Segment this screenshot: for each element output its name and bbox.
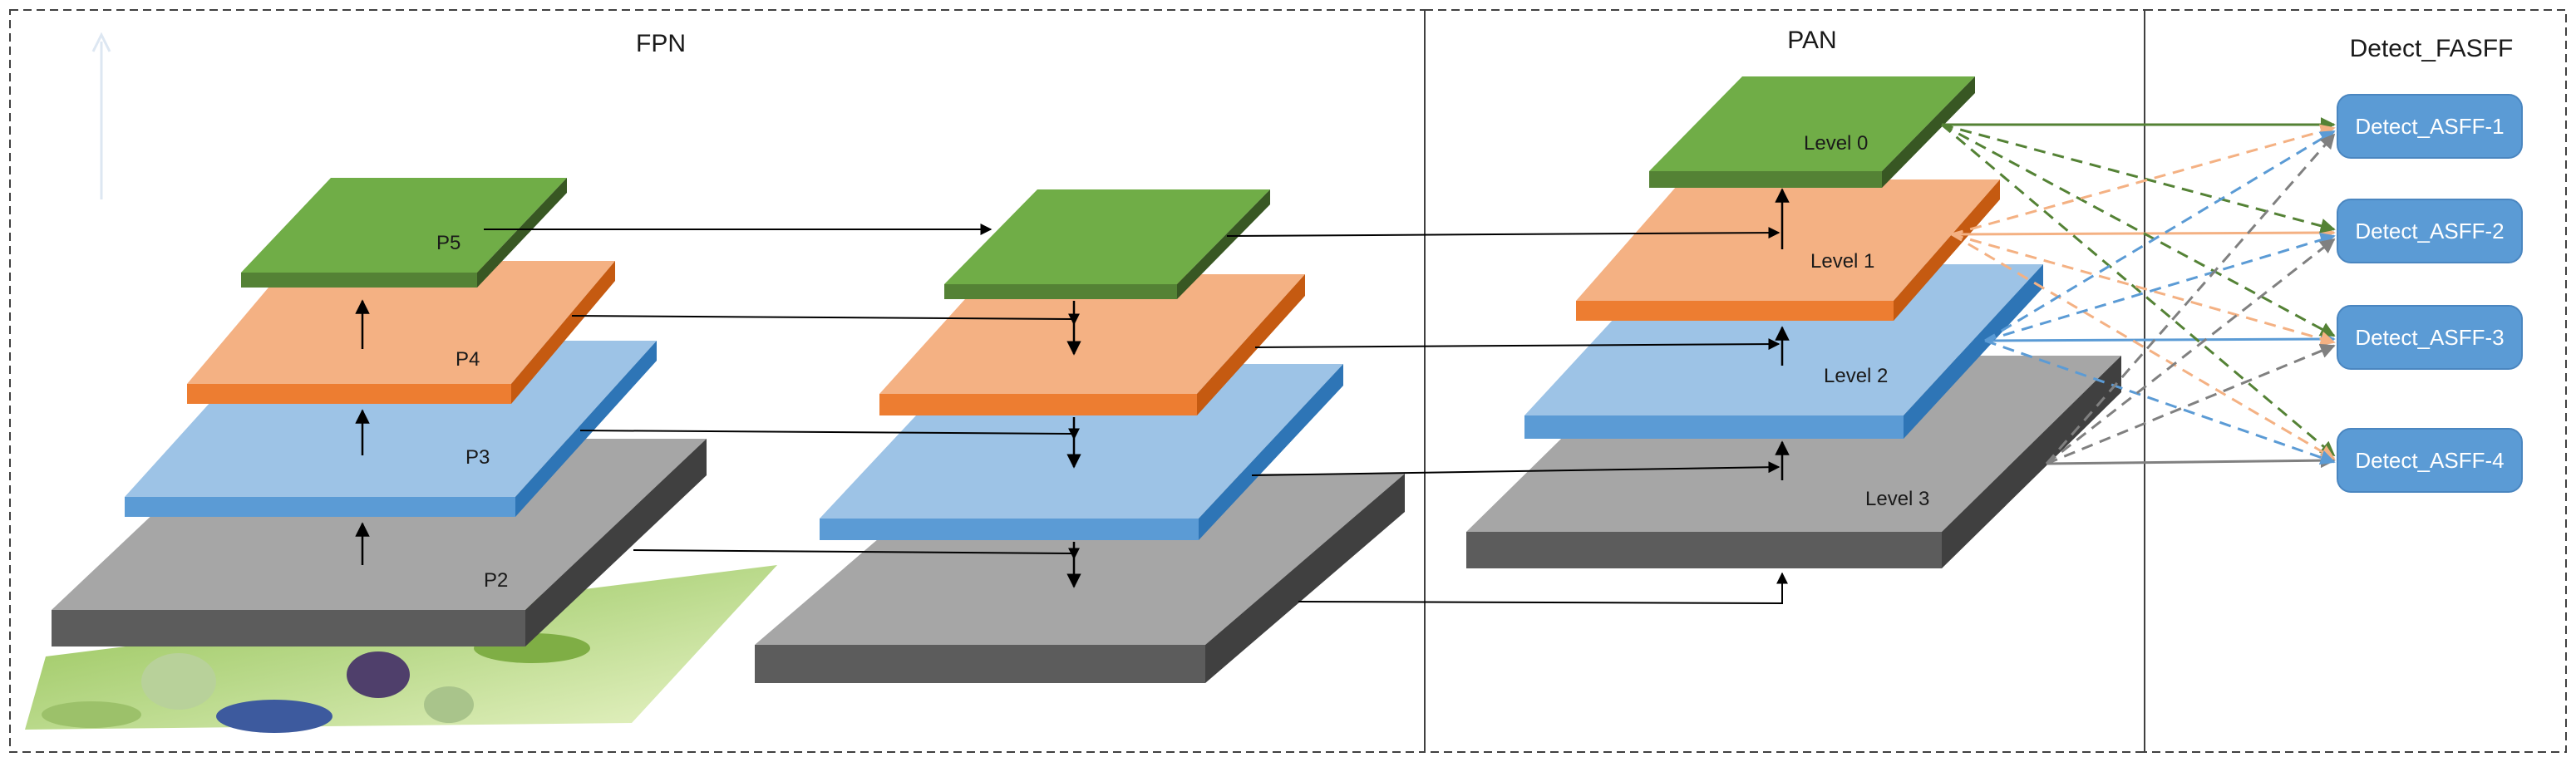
pan-title: PAN — [1787, 27, 1836, 54]
direct-level1-to-asff2 — [1951, 225, 2336, 241]
detect-asff-4-label: Detect_ASFF-4 — [2355, 448, 2504, 473]
pan-stack: Level 0 Level 1 Level 2 Level 3 — [1466, 76, 2121, 568]
detect-boxes: Detect_ASFF-1 Detect_ASFF-2 Detect_ASFF-… — [2337, 94, 2523, 493]
faint-up-arrow-icon — [91, 32, 111, 199]
fpn-to-pan-blue — [1251, 461, 1781, 476]
fpn-left-stack: P5 P4 P3 P2 — [52, 178, 707, 646]
fpn-to-pan-green — [1226, 227, 1781, 239]
p2-label: P2 — [484, 569, 508, 592]
green-cross-to-asff4 — [1941, 123, 2336, 457]
level1-layer — [1576, 179, 2000, 321]
gray-cross-to-asff3 — [2046, 343, 2336, 465]
p4-label: P4 — [456, 348, 480, 371]
blue-cross-to-asff1 — [1984, 130, 2336, 342]
orange-cross-to-asff4 — [1951, 233, 2336, 460]
green-cross-to-asff3 — [1941, 123, 2336, 337]
fpn-to-pan-orange — [1254, 338, 1781, 351]
detect-title: Detect_FASFF — [2350, 35, 2514, 62]
lateral-p3 — [579, 428, 1080, 440]
level1-label: Level 1 — [1810, 250, 1874, 273]
detect-asff-2-label: Detect_ASFF-2 — [2355, 219, 2504, 243]
fpn-to-pan-gray — [1298, 572, 1788, 605]
orange-cross-to-asff1 — [1951, 124, 2336, 236]
fpn-frame — [9, 9, 1426, 753]
orange-cross-to-asff3 — [1951, 233, 2336, 347]
detect-asff-3-label: Detect_ASFF-3 — [2355, 325, 2504, 350]
blueberry — [347, 651, 410, 698]
level0-layer — [1649, 76, 1975, 188]
fpn-out-orange-layer — [879, 274, 1305, 415]
blueberry — [216, 700, 332, 733]
detect-asff-1-label: Detect_ASFF-1 — [2355, 114, 2504, 139]
gray-cross-to-asff2 — [2046, 238, 2336, 465]
detect-asff-2-box: Detect_ASFF-2 — [2337, 199, 2523, 263]
detect-asff-1-box: Detect_ASFF-1 — [2337, 94, 2523, 159]
fpn-out-green-layer — [944, 189, 1270, 299]
p4-layer — [187, 261, 615, 404]
green-cross-to-asff2 — [1941, 123, 2336, 234]
blueberry — [424, 686, 474, 723]
blue-cross-to-asff4 — [1984, 339, 2336, 465]
p5-layer — [241, 178, 567, 288]
detect-asff-3-box: Detect_ASFF-3 — [2337, 305, 2523, 370]
detect-frame — [2144, 9, 2567, 753]
level3-label: Level 3 — [1865, 488, 1929, 510]
lateral-p4 — [571, 313, 1080, 326]
direct-level3-to-asff4 — [2046, 453, 2336, 469]
lateral-p2 — [633, 548, 1080, 560]
p5-label: P5 — [436, 232, 461, 254]
section-frames — [9, 9, 2567, 753]
blueberry — [141, 653, 216, 710]
detect-asff-4-box: Detect_ASFF-4 — [2337, 428, 2523, 493]
blue-cross-to-asff2 — [1984, 233, 2336, 342]
gray-cross-to-asff1 — [2045, 133, 2336, 465]
fpn-right-stack — [755, 189, 1405, 683]
fpn-title: FPN — [636, 30, 686, 57]
leaf — [42, 701, 141, 728]
p3-label: P3 — [465, 446, 490, 469]
level0-label: Level 0 — [1804, 132, 1868, 155]
input-image — [25, 565, 777, 733]
level2-label: Level 2 — [1824, 365, 1888, 387]
direct-level2-to-asff3 — [1984, 332, 2336, 347]
